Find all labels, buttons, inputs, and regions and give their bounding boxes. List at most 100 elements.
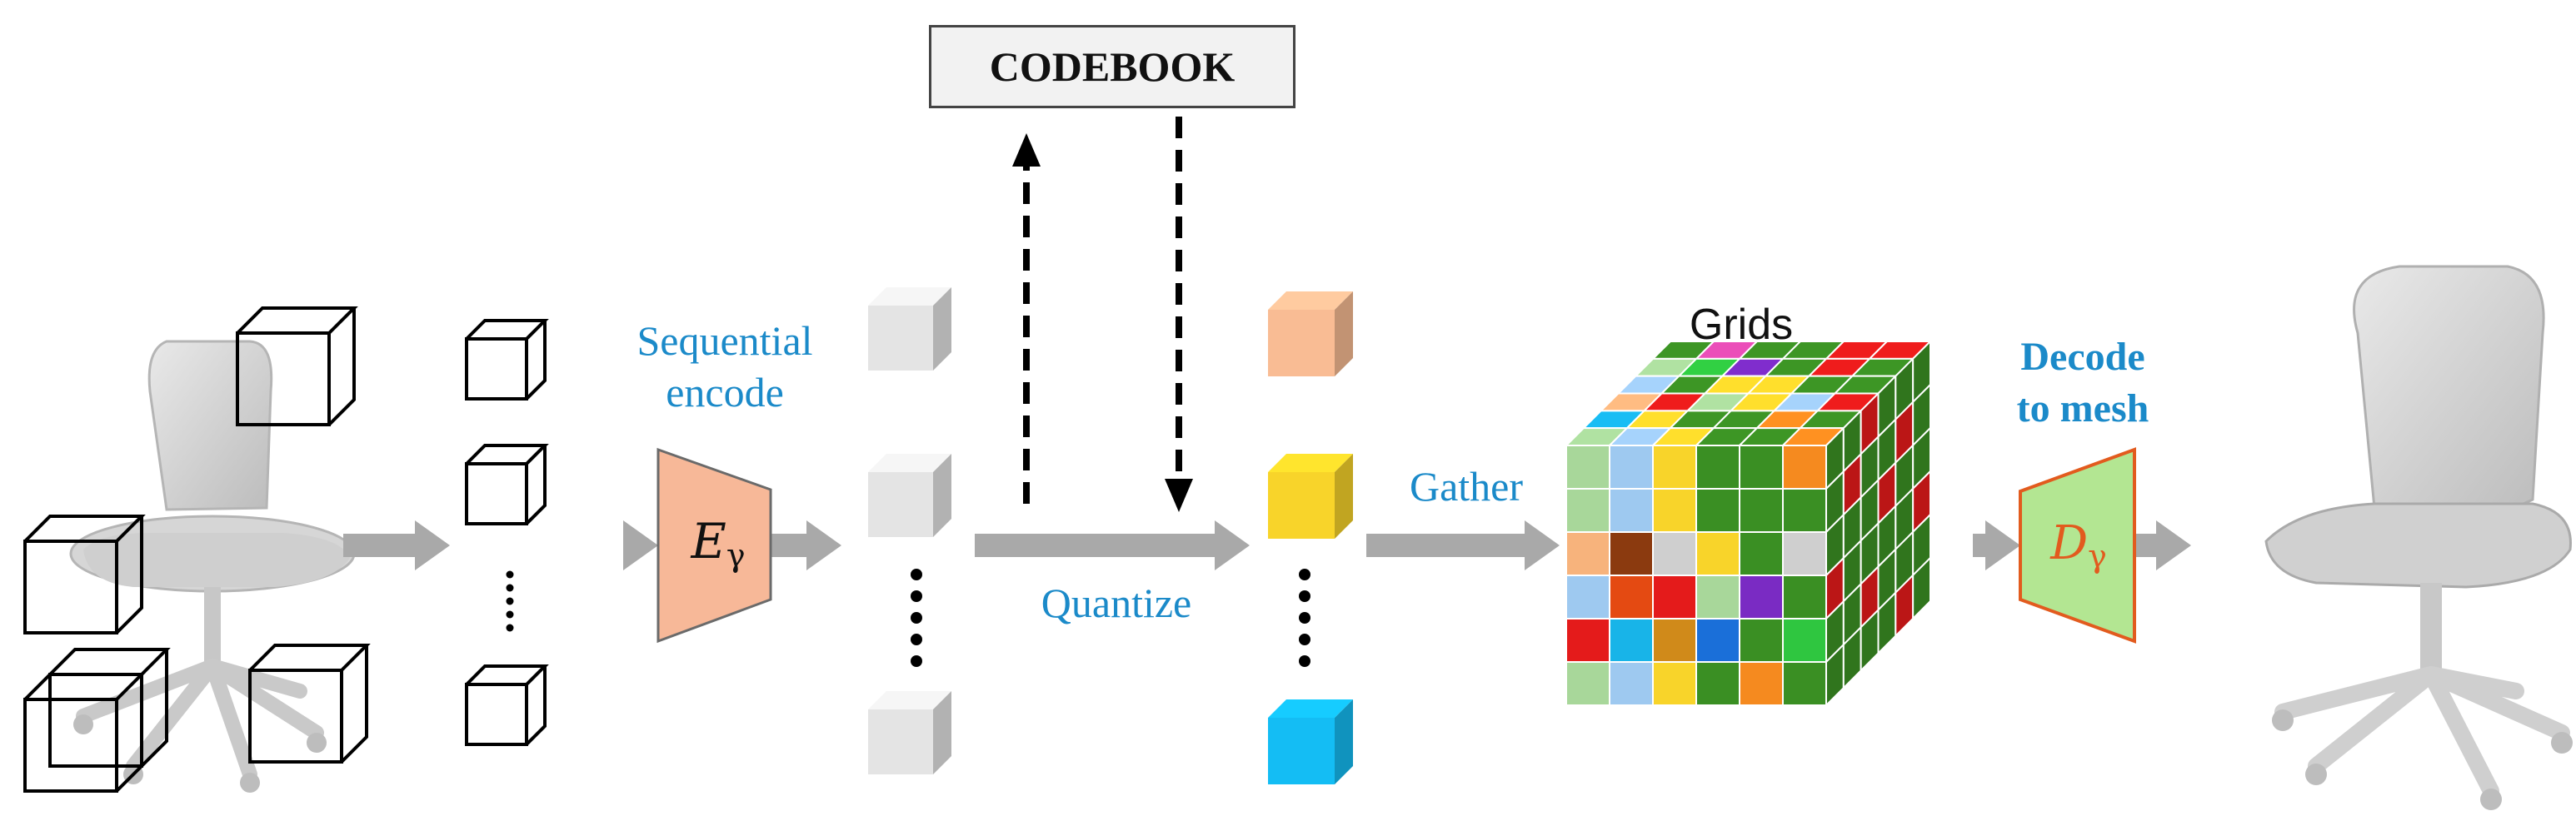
- ellipsis-dot: [1299, 655, 1310, 667]
- patch-cube-top: [236, 306, 358, 426]
- gather-label: Gather: [1409, 463, 1524, 510]
- grid-front-cell: [1782, 575, 1827, 620]
- grid-front-cell: [1609, 531, 1654, 576]
- ellipsis-dot: [1299, 612, 1310, 624]
- encoder-symbol-subscript: γ: [726, 537, 746, 574]
- patch-ellipsis: [506, 570, 514, 632]
- decode-to-mesh-label: Decode to mesh: [1974, 331, 2191, 435]
- grid-front-cell: [1739, 618, 1784, 663]
- quantized-cube-yellow: [1268, 454, 1353, 539]
- patch-cube-3: [465, 664, 549, 746]
- latent-cube-1: [868, 287, 951, 371]
- ellipsis-dot: [1299, 569, 1310, 580]
- grid-front-cell: [1609, 618, 1654, 663]
- grid-front-cell: [1695, 445, 1740, 490]
- grid-front-cell: [1739, 445, 1784, 490]
- grid-front-cell: [1739, 575, 1784, 620]
- encoder-block: [656, 447, 772, 644]
- codebook-dashed-arrows: [1012, 117, 1193, 512]
- feature-grid-cube: [1564, 339, 1933, 708]
- decode-line-2: to mesh: [2016, 386, 2149, 430]
- arrow-input-to-patches: [343, 520, 450, 570]
- latent-cube-3: [868, 691, 951, 774]
- latent-column: [868, 287, 951, 774]
- grid-front-cell: [1695, 488, 1740, 533]
- ellipsis-dot: [911, 590, 922, 602]
- grid-front-cell: [1652, 618, 1697, 663]
- ellipsis-dot: [911, 655, 922, 667]
- quantize-label: Quantize: [1041, 580, 1192, 626]
- grid-front-cell: [1565, 618, 1610, 663]
- ellipsis-dot: [911, 634, 922, 645]
- patch-cube-bottom-right: [248, 644, 371, 764]
- codebook-label: CODEBOOK: [989, 43, 1236, 90]
- encoder-symbol: Eγ: [676, 513, 760, 574]
- encoder-symbol-letter: E: [691, 513, 726, 570]
- arrow-gather: [1366, 520, 1560, 570]
- grid-front-cell: [1782, 488, 1827, 533]
- codebook-box: CODEBOOK: [929, 25, 1295, 108]
- input-patch-cubes: [23, 306, 371, 793]
- grid-front-cell: [1565, 661, 1610, 706]
- ellipsis-dot: [506, 584, 514, 592]
- grid-side-cell: [1912, 555, 1931, 621]
- quantized-ellipsis: [1299, 569, 1310, 667]
- grid-front-cell: [1782, 661, 1827, 706]
- input-chair: [69, 340, 356, 793]
- decoder-symbol-letter: D: [2050, 516, 2089, 570]
- output-chair: [2264, 265, 2573, 810]
- arrow-to-encoder-stub: [623, 520, 658, 570]
- grid-front-cell: [1695, 661, 1740, 706]
- patch-cube-bottom-left-b: [48, 648, 171, 768]
- arrow-encoder-to-latents: [771, 520, 841, 570]
- grid-front-cell: [1565, 445, 1610, 490]
- arrow-decoder-to-mesh: [2134, 520, 2191, 570]
- grid-front-cell: [1609, 661, 1654, 706]
- grid-front-cell: [1739, 661, 1784, 706]
- patch-column: [465, 319, 549, 746]
- grid-front-cell: [1565, 531, 1610, 576]
- ellipsis-dot: [1299, 590, 1310, 602]
- arrow-to-decoder-stub: [1973, 520, 2020, 570]
- decoder-symbol: Dγ: [2037, 516, 2120, 575]
- grid-front-cell: [1782, 531, 1827, 576]
- ellipsis-dot: [506, 610, 514, 619]
- quantized-cube-blue: [1268, 699, 1353, 784]
- sequential-encode-label: Sequential encode: [600, 315, 850, 418]
- sequential-encode-line-2: encode: [666, 369, 784, 415]
- grid-front-cell: [1695, 531, 1740, 576]
- ellipsis-dot: [506, 624, 514, 632]
- grid-front-cell: [1739, 531, 1784, 576]
- arrow-quantize: [975, 520, 1250, 570]
- grid-front-cell: [1565, 575, 1610, 620]
- grid-front-cell: [1695, 618, 1740, 663]
- patch-cube-left: [23, 515, 146, 634]
- ellipsis-dot: [506, 570, 514, 579]
- grid-front-cell: [1652, 661, 1697, 706]
- sequential-encode-line-1: Sequential: [637, 317, 813, 364]
- grid-front-cell: [1652, 575, 1697, 620]
- ellipsis-dot: [911, 569, 922, 580]
- latent-cube-2: [868, 454, 951, 537]
- quantized-cube-peach: [1268, 291, 1353, 376]
- ellipsis-dot: [911, 612, 922, 624]
- grid-front-cell: [1782, 618, 1827, 663]
- decoder-symbol-subscript: γ: [2088, 538, 2107, 575]
- patch-cube-1: [465, 319, 549, 401]
- ellipsis-dot: [506, 597, 514, 605]
- grid-front-cell: [1739, 488, 1784, 533]
- grid-front-cell: [1565, 488, 1610, 533]
- grid-front-cell: [1652, 488, 1697, 533]
- grid-front-cell: [1695, 575, 1740, 620]
- decoder-block: [2019, 447, 2136, 644]
- grid-front-cell: [1609, 488, 1654, 533]
- grid-front-cell: [1609, 575, 1654, 620]
- patch-cube-2: [465, 444, 549, 525]
- grid-front-cell: [1652, 445, 1697, 490]
- grid-front-cell: [1652, 531, 1697, 576]
- grids-label: Grids: [1689, 301, 1794, 349]
- quantized-column: [1268, 291, 1353, 784]
- grid-front-cell: [1609, 445, 1654, 490]
